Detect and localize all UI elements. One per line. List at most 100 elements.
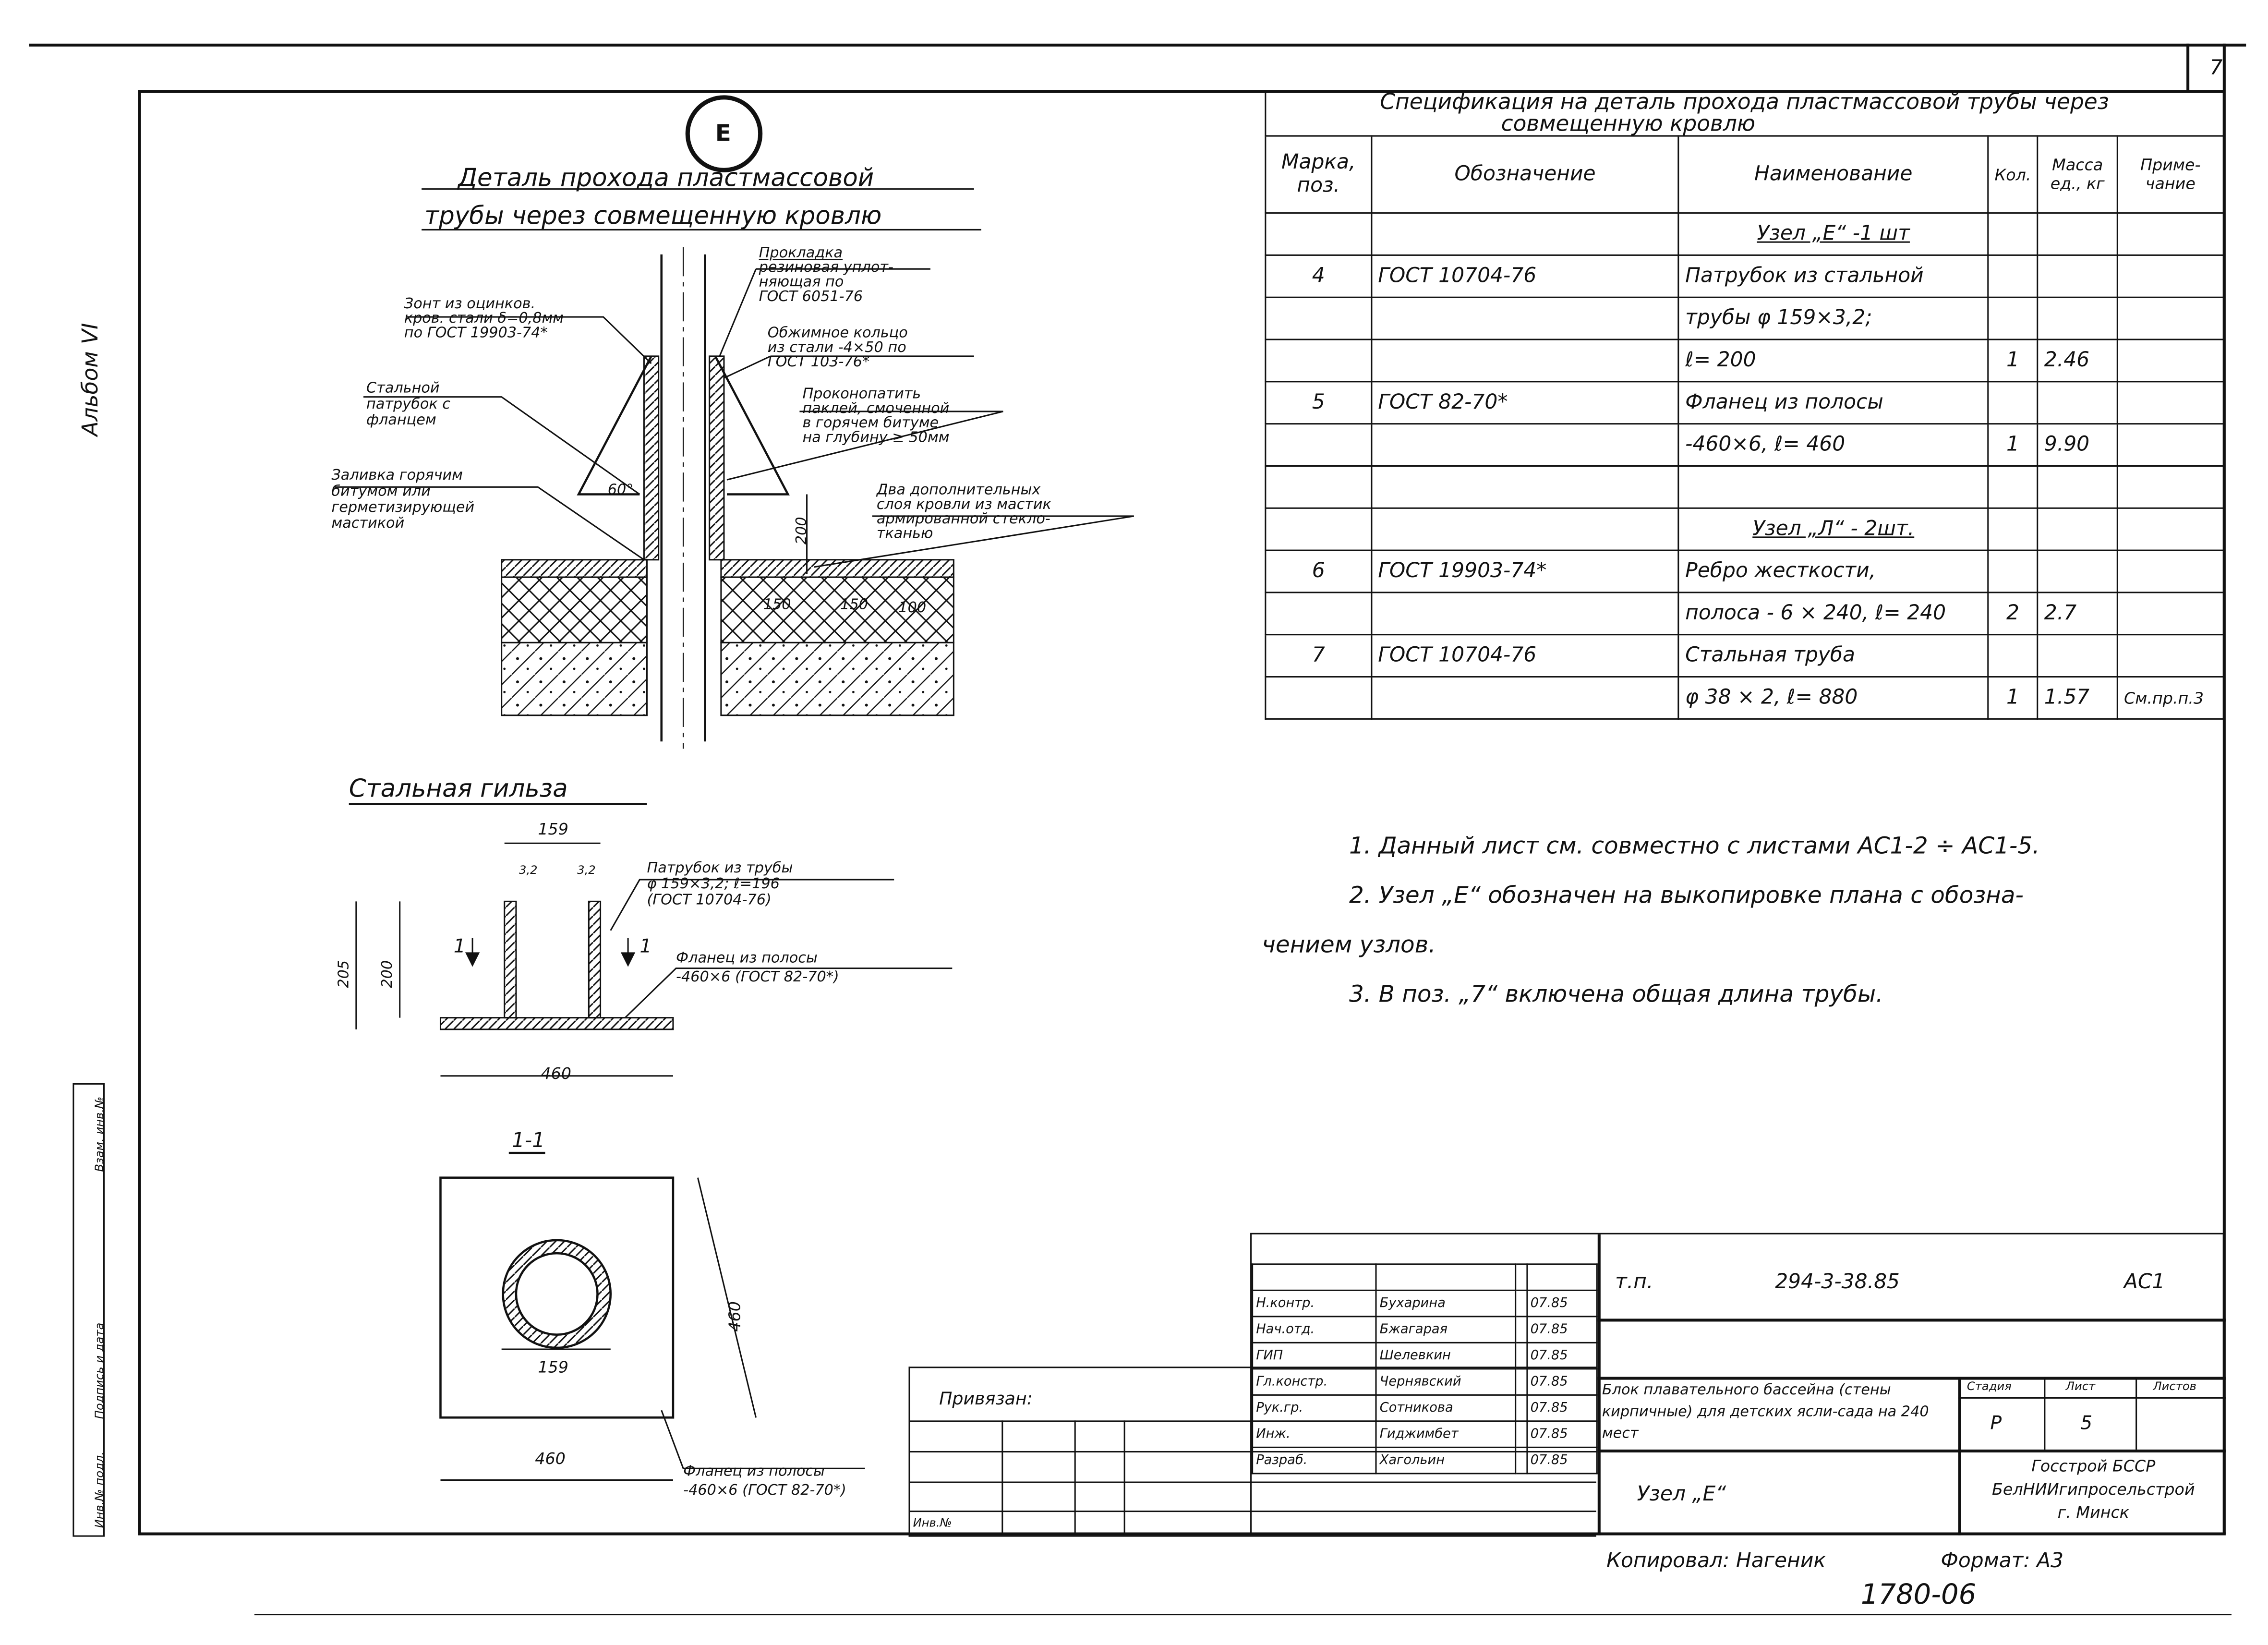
spec-cell: 1 bbox=[1987, 676, 2039, 720]
staff-name: Гиджимбет bbox=[1375, 1420, 1516, 1448]
spec-cell: 2.7 bbox=[2037, 592, 2118, 636]
note-1: 1. Данный лист см. совместно с листами А… bbox=[1349, 832, 2040, 859]
section-title: 1-1 bbox=[511, 1129, 545, 1153]
spec-header-cell: Обозначение bbox=[1371, 135, 1680, 214]
spec-cell bbox=[1371, 423, 1680, 467]
section-mark-left: 1 bbox=[453, 936, 466, 958]
section-mark-right: 1 bbox=[639, 936, 652, 958]
sheet-header: Лист bbox=[2065, 1379, 2096, 1393]
dim-150a: 150 bbox=[763, 597, 791, 614]
spec-cell bbox=[2116, 634, 2224, 678]
spec-cell: 1 bbox=[1987, 339, 2039, 383]
spec-cell bbox=[2116, 381, 2224, 425]
spec-header-cell: Приме- чание bbox=[2116, 135, 2224, 214]
detail-marker: Е bbox=[715, 119, 731, 147]
inv-label: Инв.№ bbox=[913, 1516, 952, 1530]
spec-cell: φ 38 × 2, ℓ= 880 bbox=[1678, 676, 1989, 720]
document-code: 1780-06 bbox=[1860, 1579, 1977, 1611]
spec-cell bbox=[1678, 465, 1989, 509]
spec-cell: ГОСТ 19903-74* bbox=[1371, 549, 1680, 593]
sleeve-dim-wall1: 3,2 bbox=[519, 863, 538, 877]
staff-role: Н.контр. bbox=[1252, 1289, 1377, 1318]
staff-date: 07.85 bbox=[1526, 1420, 1598, 1448]
staff-date: 07.85 bbox=[1526, 1446, 1598, 1475]
staff-date: 07.85 bbox=[1526, 1394, 1598, 1422]
copied-by: Копировал: Нагеник bbox=[1606, 1549, 1826, 1573]
spec-cell bbox=[2037, 507, 2118, 551]
sleeve-dim-460: 460 bbox=[541, 1064, 572, 1083]
spec-cell bbox=[1987, 465, 2039, 509]
spec-cell: Стальная труба bbox=[1678, 634, 1989, 678]
spec-cell bbox=[2116, 339, 2224, 383]
frame-bottom bbox=[138, 1532, 2226, 1536]
staff-signature bbox=[1514, 1342, 1528, 1370]
spec-cell: Узел „Е“ -1 шт bbox=[1678, 212, 1989, 256]
staff-signature bbox=[1514, 1394, 1528, 1422]
spec-cell: трубы φ 159×3,2; bbox=[1678, 296, 1989, 340]
spec-cell bbox=[1265, 296, 1373, 340]
spec-cell: ГОСТ 10704-76 bbox=[1371, 634, 1680, 678]
staff-date: 07.85 bbox=[1526, 1368, 1598, 1396]
spec-cell bbox=[1265, 507, 1373, 551]
spec-cell: 7 bbox=[1265, 634, 1373, 678]
spec-cell: 1 bbox=[1987, 423, 2039, 467]
spec-cell: ГОСТ 10704-76 bbox=[1371, 254, 1680, 298]
staff-name: Шелевкин bbox=[1375, 1342, 1516, 1370]
specification-table: Спецификация на деталь прохода пластмасс… bbox=[1265, 90, 2224, 720]
spec-header-cell: Марка, поз. bbox=[1265, 135, 1373, 214]
staff-name: Бжагарая bbox=[1375, 1316, 1516, 1343]
spec-cell: ℓ= 200 bbox=[1678, 339, 1989, 383]
dim-100: 100 bbox=[898, 600, 927, 617]
spec-cell bbox=[1371, 212, 1680, 256]
detail-title-2: трубы через совмещенную кровлю bbox=[424, 202, 882, 231]
staff-name: Сотникова bbox=[1375, 1394, 1516, 1422]
spec-cell bbox=[2037, 381, 2118, 425]
sheet-value: 5 bbox=[2080, 1413, 2093, 1435]
staff-role: Инж. bbox=[1252, 1420, 1377, 1448]
staff-date: 07.85 bbox=[1526, 1289, 1598, 1318]
sleeve-dim-wall2: 3,2 bbox=[577, 863, 596, 877]
spec-cell: 6 bbox=[1265, 549, 1373, 593]
sleeve-dim-205: 205 bbox=[337, 960, 353, 988]
spec-cell: -460×6, ℓ= 460 bbox=[1678, 423, 1989, 467]
note-2: 2. Узел „Е“ обозначен на выкопировке пла… bbox=[1349, 881, 2024, 909]
spec-cell bbox=[2116, 465, 2224, 509]
staff-role: Гл.констр. bbox=[1252, 1368, 1377, 1396]
spec-header-cell: Масса ед., кг bbox=[2037, 135, 2118, 214]
staff-name: Хагольин bbox=[1375, 1446, 1516, 1475]
spec-cell bbox=[2037, 254, 2118, 298]
spec-cell: Ребро жесткости, bbox=[1678, 549, 1989, 593]
spec-cell: 1.57 bbox=[2037, 676, 2118, 720]
spec-cell: полоса - 6 × 240, ℓ= 240 bbox=[1678, 592, 1989, 636]
staff-role: Рук.гр. bbox=[1252, 1394, 1377, 1422]
spec-cell bbox=[2116, 423, 2224, 467]
spec-cell bbox=[1371, 592, 1680, 636]
spec-row: Узел „Е“ -1 шт bbox=[1265, 212, 2224, 256]
building-name: Блок плавательного бассейна (стены кирпи… bbox=[1602, 1382, 1929, 1442]
spec-cell: ГОСТ 82-70* bbox=[1371, 381, 1680, 425]
spec-cell bbox=[1265, 339, 1373, 383]
spec-cell: См.пр.п.3 bbox=[2116, 676, 2224, 720]
spec-cell bbox=[1371, 339, 1680, 383]
spec-cell: 4 bbox=[1265, 254, 1373, 298]
spec-cell bbox=[2037, 465, 2118, 509]
staff-role: Разраб. bbox=[1252, 1446, 1377, 1475]
section-dim-159: 159 bbox=[538, 1358, 568, 1377]
sheets-header: Листов bbox=[2153, 1379, 2196, 1393]
spec-row bbox=[1265, 465, 2224, 509]
page-number-box bbox=[2186, 43, 2189, 90]
